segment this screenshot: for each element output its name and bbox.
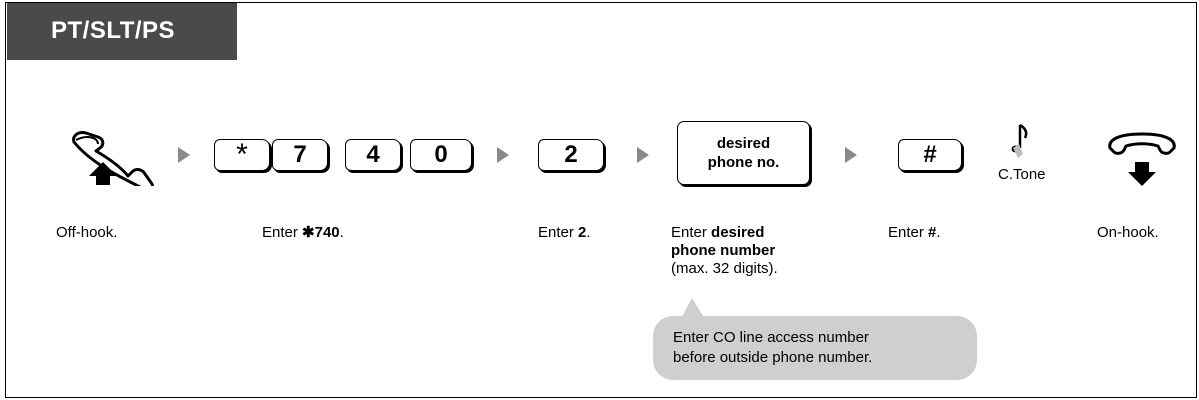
step-arrow [497, 147, 509, 163]
star-key: * [214, 139, 270, 171]
confirmation-tone-label: C.Tone [998, 166, 1046, 183]
onhook-caption: On-hook. [1097, 224, 1159, 241]
digit-4-key: 4 [345, 139, 401, 171]
music-note-icon [1011, 123, 1028, 158]
step-arrow [845, 147, 857, 163]
digit-7-key: 7 [272, 139, 328, 171]
digit-2-key: 2 [538, 139, 604, 171]
phone-number-key: desired phone no. [677, 121, 810, 185]
offhook-caption: Off-hook. [56, 224, 118, 241]
step-arrow [178, 147, 190, 163]
header-title: PT/SLT/PS [51, 17, 176, 44]
handset-lift-icon [72, 131, 154, 186]
feature-code-caption: Enter ✱740. [262, 224, 344, 241]
digit-0-key: 0 [410, 139, 472, 171]
header-tab: PT/SLT/PS [7, 3, 237, 60]
digit-two-caption: Enter 2. [538, 224, 591, 241]
note-line-1: Enter CO line access number [673, 329, 869, 346]
handset-down-icon [1108, 132, 1176, 186]
note-bubble: Enter CO line access number before outsi… [653, 316, 977, 380]
note-line-2: before outside phone number. [673, 349, 873, 366]
hash-caption: Enter #. [888, 224, 941, 241]
hash-key: # [898, 139, 962, 171]
diagram-frame [5, 2, 1197, 398]
step-arrow [637, 147, 649, 163]
